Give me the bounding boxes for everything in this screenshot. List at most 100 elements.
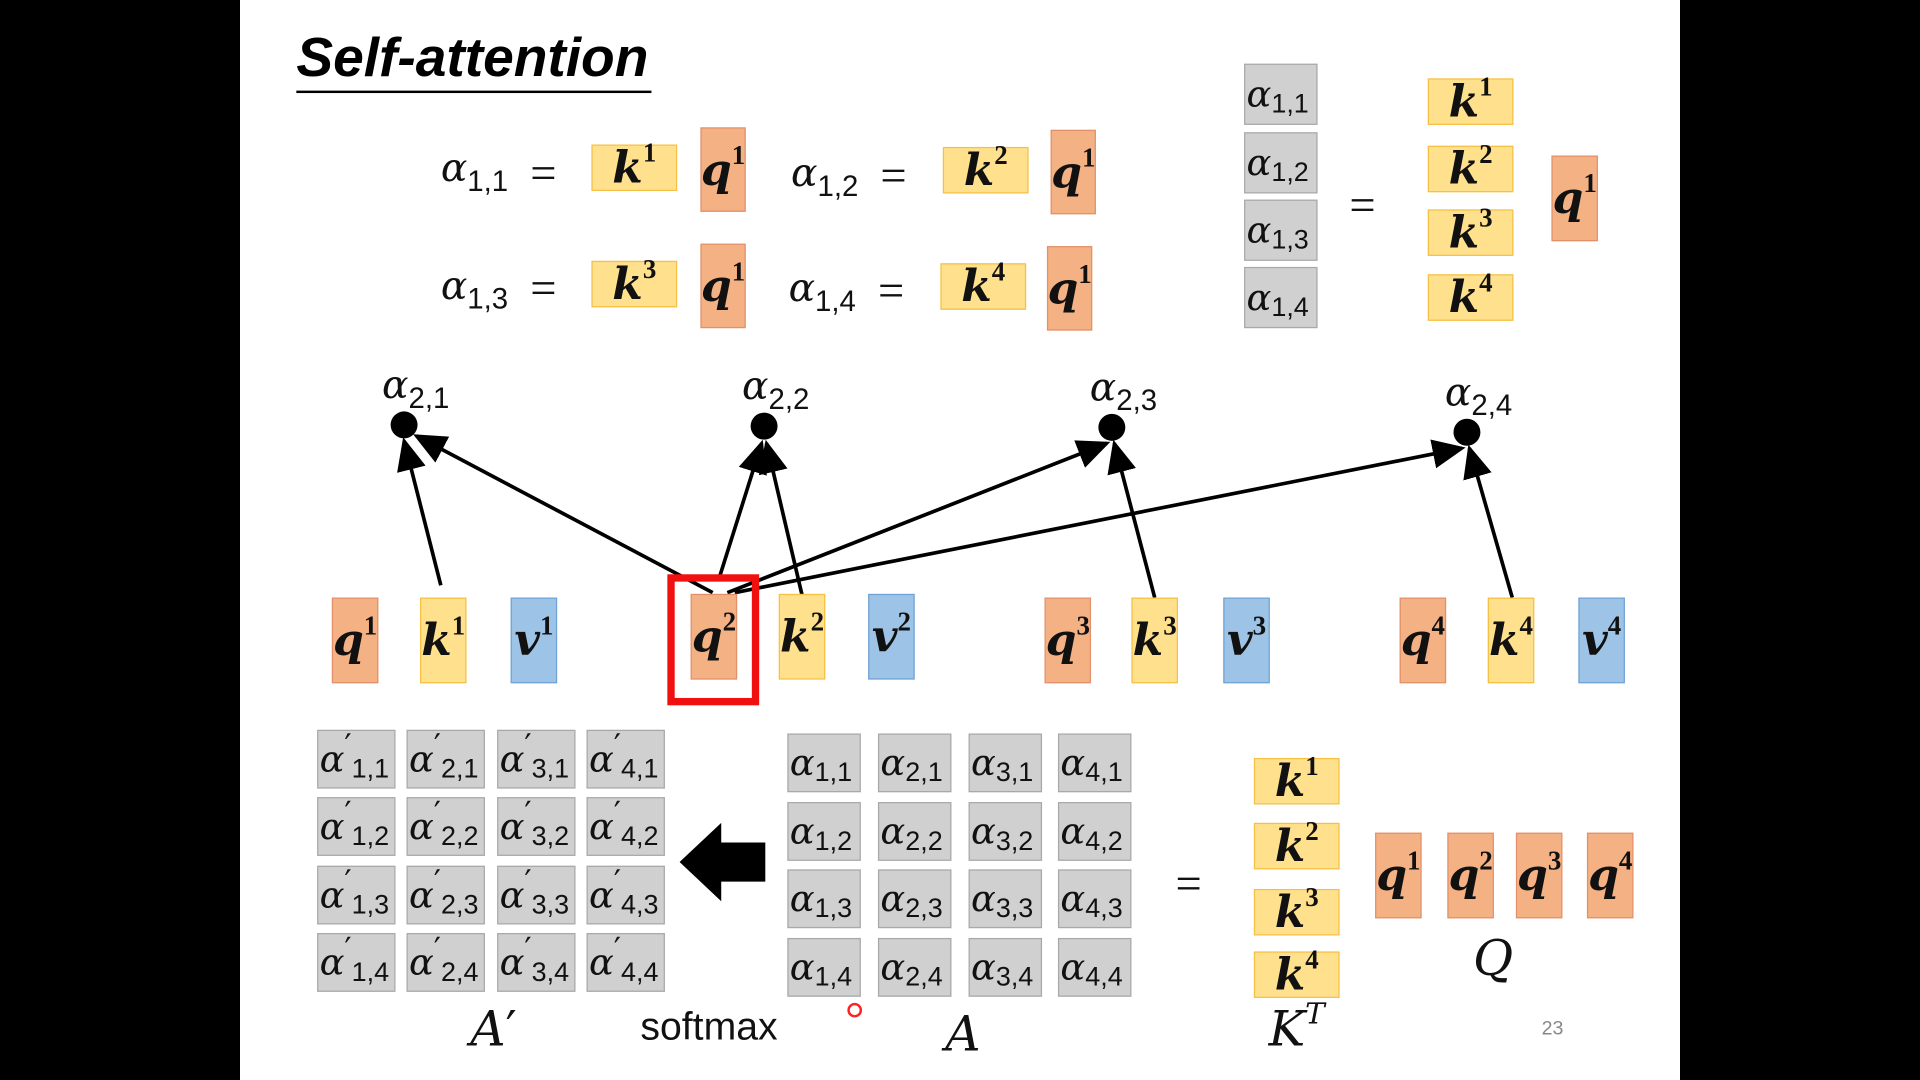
prime-mark: ′ bbox=[524, 795, 532, 833]
kt-key-4-index: 4 bbox=[1305, 944, 1319, 975]
equation-4-query-index: 1 bbox=[1078, 257, 1092, 289]
a-prime-cell: α′4,2 bbox=[586, 795, 665, 856]
equation-1-lhs-symbol: α bbox=[440, 144, 468, 192]
kt-key-3-index: 3 bbox=[1305, 881, 1319, 913]
alpha-symbol: α bbox=[408, 805, 434, 848]
a-cell-subscript: 2,3 bbox=[905, 892, 943, 924]
a-prime-letter: A bbox=[470, 1001, 506, 1058]
query-vector-3-symbol: q bbox=[1045, 614, 1077, 667]
alpha-symbol: α bbox=[1060, 945, 1086, 989]
alpha-symbol: α bbox=[499, 805, 525, 848]
query-vector-4-index: 4 bbox=[1431, 609, 1446, 641]
alpha-symbol: α bbox=[588, 941, 614, 984]
prime-mark: ′ bbox=[433, 931, 442, 969]
a-prime-cell-subscript: 2,4 bbox=[441, 956, 479, 987]
highlight-box bbox=[667, 574, 760, 706]
a-prime-label: A′ bbox=[470, 1002, 517, 1058]
score-label-3: α2,3 bbox=[1090, 364, 1157, 418]
arrow-3 bbox=[718, 439, 767, 577]
score-dot-1 bbox=[390, 411, 418, 439]
key-vector-2-index: 2 bbox=[810, 606, 825, 637]
q-query-2-index: 2 bbox=[1479, 844, 1493, 876]
q-query-1-symbol: q bbox=[1376, 849, 1408, 902]
arrow-2 bbox=[413, 434, 714, 595]
column-key-1-symbol: k bbox=[1448, 75, 1480, 128]
a-cell-subscript: 2,4 bbox=[905, 961, 943, 992]
column-key-4-symbol: k bbox=[1448, 271, 1480, 324]
alpha-symbol: α bbox=[880, 741, 906, 785]
equation-4-key-symbol: k bbox=[961, 260, 992, 313]
a-prime-cell: α′4,1 bbox=[586, 729, 665, 789]
a-prime-mark: ′ bbox=[505, 1001, 517, 1058]
equation-4-lhs-subscript: 1,4 bbox=[815, 285, 856, 319]
mouse-cursor bbox=[847, 1002, 863, 1018]
alpha-symbol: α bbox=[408, 737, 434, 781]
a-prime-cell-subscript: 3,4 bbox=[531, 956, 570, 987]
column-alpha-symbol: α bbox=[1246, 141, 1272, 185]
equation-1-query-symbol: q bbox=[700, 143, 732, 196]
key-vector-3-symbol: k bbox=[1132, 614, 1164, 667]
prime-mark: ′ bbox=[613, 795, 622, 833]
a-prime-cell: α′4,4 bbox=[586, 931, 665, 992]
prime-mark: ′ bbox=[613, 931, 622, 969]
equation-3-query-symbol: q bbox=[700, 260, 732, 312]
equation-4-equals: = bbox=[877, 265, 905, 318]
equation-3-lhs-symbol: α bbox=[440, 262, 468, 309]
key-vector-3-index: 3 bbox=[1163, 609, 1177, 641]
a-prime-cell-subscript: 4,1 bbox=[621, 753, 659, 784]
query-vector-2-index: 2 bbox=[722, 606, 737, 637]
arrow-7 bbox=[734, 439, 1466, 595]
score-label-2-symbol: α bbox=[742, 362, 769, 409]
kt-key-1-symbol: k bbox=[1274, 755, 1306, 807]
slide-title: Self-attention bbox=[296, 24, 651, 94]
a-cell-subscript: 3,4 bbox=[995, 961, 1034, 992]
a-prime-cell-subscript: 3,1 bbox=[531, 753, 570, 784]
alpha-symbol: α bbox=[1060, 741, 1086, 785]
a-prime-cell-subscript: 4,3 bbox=[621, 888, 659, 920]
equation-3-key-index: 3 bbox=[642, 253, 657, 285]
column-alpha-symbol: α bbox=[1246, 208, 1272, 252]
alpha-symbol: α bbox=[499, 873, 525, 917]
column-query-index: 1 bbox=[1583, 167, 1597, 199]
a-prime-cell-subscript: 1,1 bbox=[351, 753, 390, 784]
kt-key-4-symbol: k bbox=[1274, 948, 1306, 1001]
score-label-4-symbol: α bbox=[1444, 368, 1472, 416]
equation-4-lhs: α1,4 bbox=[789, 264, 856, 318]
alpha-symbol: α bbox=[588, 805, 614, 848]
alpha-symbol: α bbox=[971, 810, 996, 853]
query-vector-1-symbol: q bbox=[332, 614, 364, 667]
a-cell-subscript: 4,1 bbox=[1085, 756, 1123, 788]
key-vector-4-index: 4 bbox=[1519, 609, 1534, 641]
q-query-4-index: 4 bbox=[1618, 844, 1633, 876]
key-vector-1-index: 1 bbox=[451, 609, 466, 641]
a-prime-cell-subscript: 2,1 bbox=[441, 753, 479, 784]
column-query-symbol: q bbox=[1552, 172, 1584, 225]
a-prime-cell-subscript: 1,4 bbox=[351, 956, 390, 987]
alpha-symbol: α bbox=[1060, 877, 1086, 921]
column-key-1-index: 1 bbox=[1479, 71, 1493, 102]
a-cell-subscript: 2,2 bbox=[905, 825, 943, 856]
q-matrix-label: Q bbox=[1473, 930, 1514, 987]
a-cell-subscript: 1,1 bbox=[814, 756, 853, 788]
arrow-1 bbox=[397, 437, 443, 586]
equation-2-key-index: 2 bbox=[994, 139, 1008, 171]
key-vector-1-symbol: k bbox=[421, 614, 452, 667]
column-alpha-subscript: 1,3 bbox=[1271, 224, 1309, 255]
